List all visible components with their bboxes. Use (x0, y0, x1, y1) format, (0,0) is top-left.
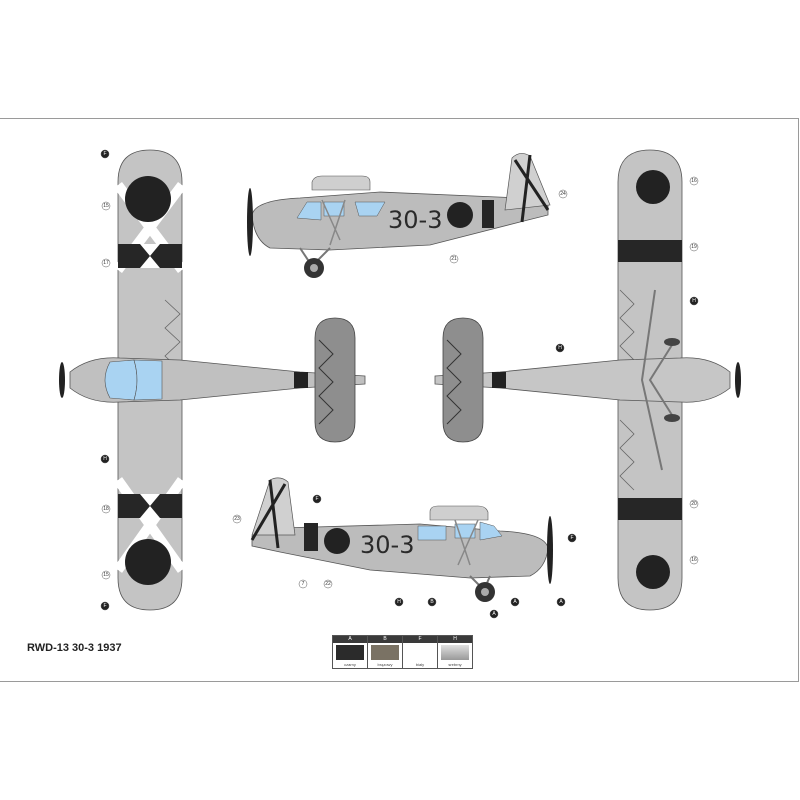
color-chip (371, 645, 399, 660)
roundel (324, 528, 350, 554)
roundel (125, 176, 171, 222)
roundel (125, 539, 171, 585)
legend-label: czarny (344, 662, 356, 667)
callout-label: A (492, 611, 496, 617)
callout-label: 18 (103, 506, 109, 512)
callout-label: 22 (325, 581, 331, 587)
legend-label: biały (415, 662, 425, 667)
callout-label: 16 (691, 557, 697, 563)
roundel (636, 555, 670, 589)
legend-code: B (368, 636, 402, 643)
callout-label: F (103, 151, 106, 157)
wing-band (618, 498, 682, 520)
callout-label: 21 (451, 256, 457, 262)
callout-label: 15 (103, 203, 109, 209)
color-chip (406, 645, 434, 660)
callout-label: H (397, 599, 401, 605)
wing-band (618, 240, 682, 262)
callout-label: F (315, 496, 318, 502)
roundel (447, 202, 473, 228)
propeller (59, 362, 65, 398)
callout-label: 19 (691, 244, 697, 250)
callout-label: 23 (234, 516, 240, 522)
registration-text: 30-3 (360, 531, 414, 559)
propeller (547, 516, 553, 584)
callout-label: 24 (560, 191, 566, 197)
propeller (247, 188, 253, 256)
callout-label: A (559, 599, 563, 605)
callout-label: 17 (103, 260, 109, 266)
roundel (636, 170, 670, 204)
bottom-view-right (434, 149, 741, 611)
callout-label: 20 (691, 501, 697, 507)
side-view-bottom: 30-3 (250, 477, 553, 602)
color-chip (441, 645, 469, 660)
callout-label: 15 (103, 572, 109, 578)
callouts: F 15 17 H 18 15 F 24 21 23 F 7 22 H B A … (100, 149, 699, 619)
callout-label: H (103, 456, 107, 462)
top-view-left (59, 149, 366, 611)
callout-label: F (103, 603, 106, 609)
legend-code: H (438, 636, 472, 643)
callout-label: A (513, 599, 517, 605)
callout-label: 16 (691, 178, 697, 184)
drawing-title: RWD-13 30-3 1937 (27, 642, 122, 654)
callout-label: H (692, 298, 696, 304)
drawing-sheet (0, 118, 799, 682)
color-chip (336, 645, 364, 660)
legend-code: A (333, 636, 367, 643)
legend-label: srebrny (448, 662, 462, 667)
callout-label: F (570, 535, 573, 541)
callout-label: B (430, 599, 434, 605)
propeller (735, 362, 741, 398)
legend-label: brązowy (377, 662, 393, 667)
side-view-top: 30-3 (247, 153, 551, 278)
legend-code: F (403, 636, 437, 643)
callout-label: H (558, 345, 562, 351)
registration-text: 30-3 (388, 206, 442, 234)
callout-label: 7 (302, 581, 305, 587)
